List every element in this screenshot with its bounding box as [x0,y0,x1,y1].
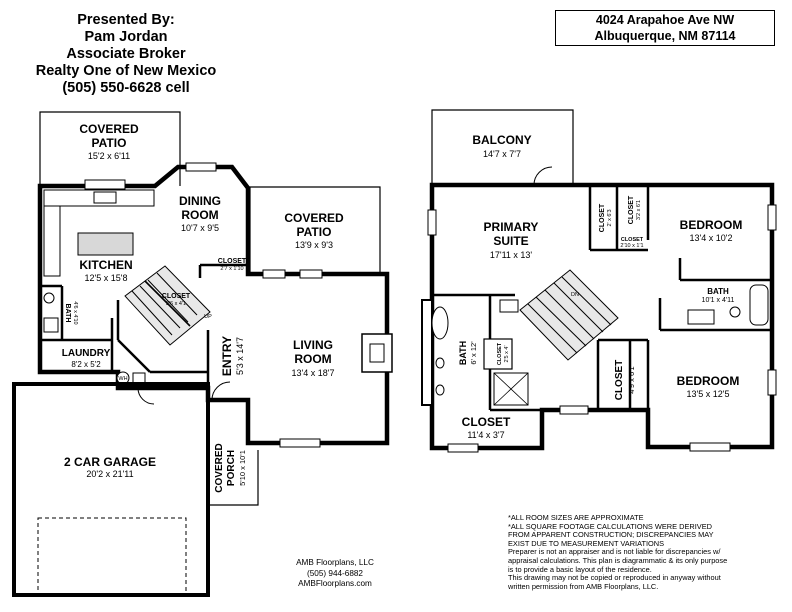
note-line-6: appraisal calculations. This plan is dia… [508,555,728,565]
closet-up-c-dim: 2'10 x 1'1 [620,243,643,249]
closet-stair-dim: 3'6 x 4'1 [166,301,186,307]
closet-stair-label: CLOSET [162,293,191,300]
balcony-dim: 14'7 x 7'7 [483,149,521,159]
agent-phone: (505) 550-6628 cell [62,80,190,96]
primary-label-1: PRIMARY [484,220,539,234]
patio-side-dim: 13'9 x 9'3 [295,240,333,250]
upper-staircase [519,269,619,361]
patio-side-label-2: PATIO [297,225,332,239]
closet-up-c-label: CLOSET [621,237,644,243]
credit-company: AMB Floorplans, LLC [296,558,374,567]
note-line-2: *ALL SQUARE FOOTAGE CALCULATIONS WERE DE… [508,521,712,531]
note-line-4: EXIST DUE TO MEASUREMENT VARIATIONS [508,538,665,548]
bedroom2-label: BEDROOM [677,374,740,388]
porch-label-1: COVERED [214,443,225,492]
laundry-label: LAUNDRY [62,348,111,359]
closet-walkin-label: CLOSET [462,415,511,429]
closet-primary-small-dim: 2'5 x 4' [504,345,510,362]
main-staircase [124,265,211,346]
kitchen-dim: 12'5 x 15'8 [85,273,128,283]
agent-name: Pam Jordan [84,29,168,45]
closet-hall-label: CLOSET [614,360,625,401]
laundry-dim: 8'2 x 5'2 [71,360,101,369]
closet-primary-small-label: CLOSET [497,342,503,365]
garage-label: 2 CAR GARAGE [64,455,156,469]
bath-primary-label: BATH [458,341,468,365]
porch-dim: 5'10 x 10'1 [238,450,247,486]
preparer-credit: AMB Floorplans, LLC (505) 944-6882 AMBFl… [275,558,395,590]
garage-walls [12,382,210,597]
patio-rear-label-1: COVERED [79,122,139,136]
closet-up-b-label: CLOSET [628,195,635,224]
note-line-5: Preparer is not an appraiser and is not … [508,547,721,557]
bedroom1-dim: 13'4 x 10'2 [690,233,733,243]
balcony-label: BALCONY [472,133,531,147]
bath-up-dim: 10'1 x 4'11 [702,297,735,304]
stair-up-label: UP [204,314,212,320]
entry-dim: 5'3 x 14'7 [235,337,245,375]
patio-rear-dim: 15'2 x 6'11 [88,151,130,161]
note-line-7: is to provide a basic layout of the resi… [508,564,652,574]
dining-label-1: DINING [179,194,221,208]
disclaimer-notes: *ALL ROOM SIZES ARE APPROXIMATE *ALL SQU… [508,513,778,591]
closet-up-a-label: CLOSET [599,203,606,232]
main-level-plan: COVERED PATIO 15'2 x 6'11 DINING ROOM 10… [12,111,393,597]
closet-kitchen-dim: 2'7 x 1'10 [220,266,243,272]
patio-rear-label-2: PATIO [92,136,127,150]
brokerage-name: Realty One of New Mexico [35,63,217,79]
note-line-3: FROM APPARENT CONSTRUCTION; DISCREPANCIE… [508,530,714,540]
stair-dn-label: DN [571,292,579,298]
bedroom2-dim: 13'5 x 12'5 [687,389,730,399]
closet-walkin-dim: 11'4 x 3'7 [467,430,504,440]
address-street: 4024 Arapahoe Ave NW [595,13,735,27]
entry-label: ENTRY [220,336,234,376]
living-label-1: LIVING [293,338,333,352]
closet-kitchen-label: CLOSET [218,258,247,265]
bath-primary-dim: 6' x 12' [469,341,478,365]
bath-main-label: BATH [64,304,71,323]
bath-main-dim: 4'6 x 4'10 [72,301,78,324]
primary-dim: 17'11 x 13' [490,250,533,260]
bedroom1-label: BEDROOM [680,218,743,232]
living-label-2: ROOM [294,352,331,366]
garage-door [37,517,187,596]
dining-dim: 10'7 x 9'5 [181,223,219,233]
dining-label-2: ROOM [181,208,218,222]
porch-label-2: PORCH [226,450,237,486]
note-line-9: written permission from AMB Floorplans, … [508,581,659,591]
presenter-heading: Presented By: [77,12,175,28]
balcony-outline [431,109,574,185]
address-box: 4024 Arapahoe Ave NW Albuquerque, NM 871… [555,10,775,46]
closet-up-a-dim: 2' x 6'3 [607,209,613,226]
credit-website: AMBFloorplans.com [298,579,372,588]
closet-up-b-dim: 3'2 x 6'1 [636,200,642,220]
covered-patio-rear-outline [39,111,181,186]
note-line-8: This drawing may not be copied or reprod… [508,573,721,583]
kitchen-label: KITCHEN [79,258,132,272]
primary-label-2: SUITE [493,234,528,248]
water-heater-label: WH [118,376,127,382]
living-dim: 13'4 x 18'7 [292,368,335,378]
address-city: Albuquerque, NM 87114 [594,29,736,43]
upper-level-plan: BALCONY 14'7 x 7'7 PRIMARY SUITE 17'11 x… [421,109,777,453]
presenter-block: Presented By: Pam Jordan Associate Broke… [20,12,232,97]
patio-side-label-1: COVERED [284,211,344,225]
note-line-1: *ALL ROOM SIZES ARE APPROXIMATE [508,513,644,522]
kitchen-window [84,179,126,190]
credit-phone: (505) 944-6882 [307,568,363,578]
bath-up-label: BATH [707,287,729,296]
closet-hall-dim: 4'9 x 6'1 [627,366,636,393]
garage-dim: 20'2 x 21'11 [86,469,133,479]
agent-title: Associate Broker [66,46,186,62]
